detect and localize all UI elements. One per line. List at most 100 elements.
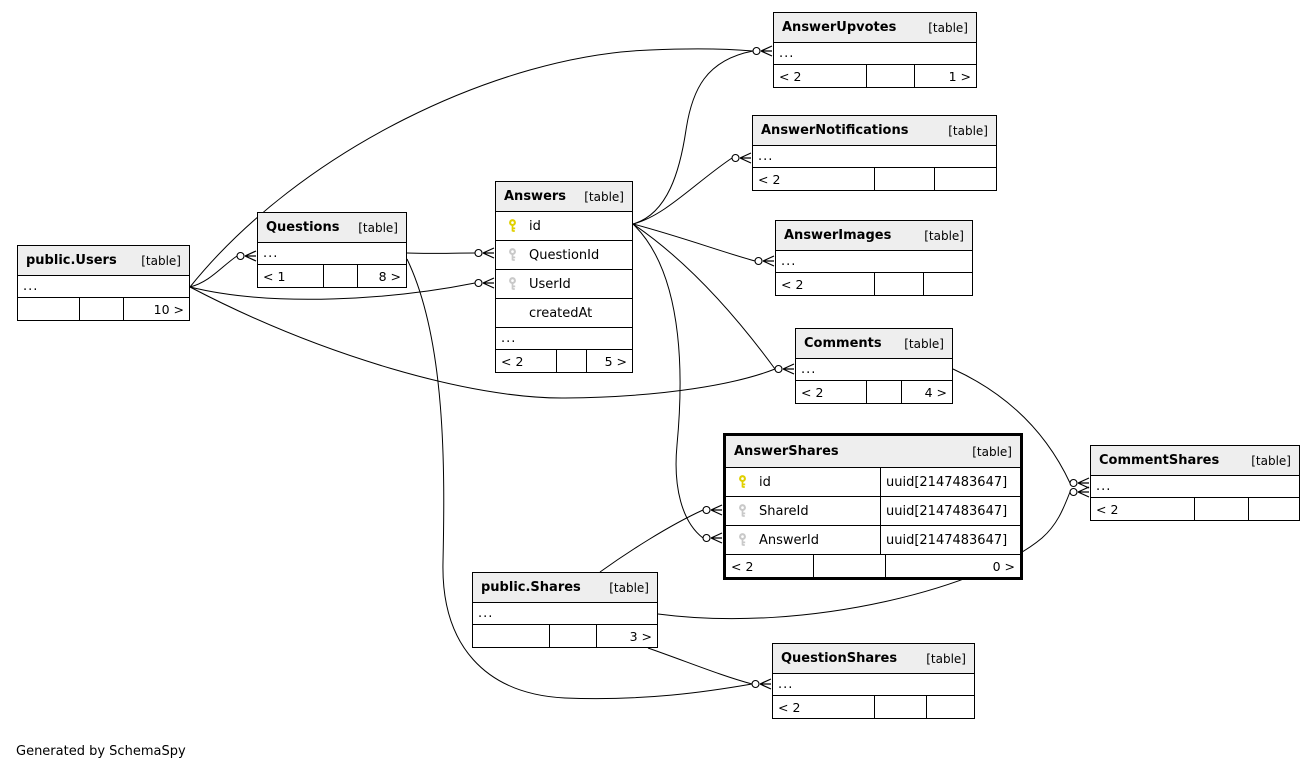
- zero-or-many-circle-icon: [774, 364, 783, 374]
- ellipsis-label: ...: [263, 246, 279, 261]
- parents-count-cell: < 2: [758, 171, 781, 187]
- table-tag: [table]: [972, 444, 1012, 459]
- parents-count-cell: < 2: [801, 384, 824, 400]
- zero-or-many-circle-icon: [236, 251, 245, 261]
- table-name: AnswerShares: [734, 444, 839, 459]
- ellipsis-label: ...: [501, 331, 517, 346]
- more-columns-row: ...: [258, 243, 406, 265]
- degree-footer: < 2: [753, 168, 996, 190]
- degree-footer: 3 >: [473, 625, 657, 647]
- zero-or-many-circle-icon: [752, 46, 761, 56]
- more-columns-row: ...: [753, 146, 996, 168]
- table-name: CommentShares: [1099, 453, 1220, 468]
- table-tag: [table]: [948, 123, 988, 138]
- primary-key-icon: [506, 219, 520, 233]
- table-header[interactable]: AnswerNotifications [table]: [753, 116, 996, 146]
- table-header[interactable]: AnswerShares [table]: [726, 436, 1020, 468]
- more-columns-row: ...: [796, 359, 952, 381]
- parents-count-cell: < 2: [501, 353, 524, 369]
- more-columns-row: ...: [773, 674, 974, 696]
- ellipsis-label: ...: [1096, 479, 1112, 494]
- edge-questions-questionshares: [406, 258, 753, 700]
- column-type: uuid[2147483647]: [880, 497, 1020, 525]
- crows-foot-icon: [762, 255, 775, 267]
- table-comment-shares[interactable]: CommentShares[table]... < 2: [1090, 445, 1300, 521]
- zero-or-many-circle-icon: [751, 679, 760, 689]
- primary-key-icon: [736, 475, 750, 489]
- table-header[interactable]: Comments[table]: [796, 329, 952, 359]
- degree-footer: < 2: [1091, 498, 1299, 520]
- middle-cell: [556, 350, 586, 372]
- zero-or-many-circle-icon: [474, 248, 483, 258]
- edge-users-comments: [189, 286, 776, 399]
- crows-foot-icon: [739, 152, 752, 164]
- table-comments[interactable]: Comments[table]... < 2 4 >: [795, 328, 953, 404]
- table-answer-shares[interactable]: AnswerShares [table] id uuid[2147483647] Sha…: [723, 433, 1023, 580]
- table-tag: [table]: [358, 220, 398, 235]
- table-name: AnswerNotifications: [761, 123, 909, 138]
- ellipsis-label: ...: [478, 606, 494, 621]
- middle-cell: [79, 298, 123, 320]
- table-answer-images[interactable]: AnswerImages[table]...< 2: [775, 220, 973, 296]
- table-name: Comments: [804, 336, 882, 351]
- parents-count-cell: [473, 625, 549, 647]
- crows-foot-icon: [482, 277, 495, 289]
- parents-count-cell: < 2: [1096, 501, 1119, 517]
- table-header[interactable]: Questions [table]: [258, 213, 406, 243]
- column-type: uuid[2147483647]: [880, 468, 1020, 496]
- foreign-key-icon: [506, 248, 520, 262]
- table-question-shares[interactable]: QuestionShares[table]... < 2: [772, 643, 975, 719]
- ellipsis-label: ...: [778, 677, 794, 692]
- table-name: Questions: [266, 220, 340, 235]
- table-header[interactable]: AnswerUpvotes[table]: [774, 13, 976, 43]
- crows-foot-icon: [710, 532, 723, 544]
- table-header[interactable]: public.Users[table]: [18, 246, 189, 276]
- column-type: uuid[2147483647]: [880, 526, 1020, 554]
- ellipsis-label: ...: [758, 149, 774, 164]
- zero-or-many-circle-icon: [702, 505, 711, 515]
- crows-foot-icon: [482, 247, 495, 259]
- foreign-key-icon: [736, 504, 750, 518]
- zero-or-many-circle-icon: [754, 256, 763, 266]
- edge-users-answerupvotes: [189, 48, 754, 288]
- table-header[interactable]: AnswerImages[table]: [776, 221, 972, 251]
- edge-answers-comments: [632, 223, 776, 370]
- column-row: QuestionId: [496, 241, 632, 270]
- zero-or-many-circle-icon: [1069, 478, 1078, 488]
- table-tag: [table]: [584, 189, 624, 204]
- table-header[interactable]: public.Shares[table]: [473, 573, 657, 603]
- table-tag: [table]: [609, 580, 649, 595]
- children-count-cell: 8 >: [357, 265, 406, 287]
- middle-cell: [549, 625, 596, 647]
- edge-answers-answernotifications: [632, 157, 733, 225]
- middle-cell: [866, 381, 901, 403]
- more-columns-row: ...: [496, 328, 632, 350]
- table-name: QuestionShares: [781, 651, 898, 666]
- table-header[interactable]: Answers[table]: [496, 182, 632, 212]
- parents-count-cell: < 2: [779, 68, 802, 84]
- table-answer-notifications[interactable]: AnswerNotifications [table]... < 2: [752, 115, 997, 191]
- table-public-users[interactable]: public.Users[table]...10 >: [17, 245, 190, 321]
- zero-or-many-circle-icon: [1069, 487, 1078, 497]
- no-icon-spacer: [506, 306, 520, 320]
- middle-cell: [874, 273, 923, 295]
- table-public-shares[interactable]: public.Shares[table]... 3 >: [472, 572, 658, 648]
- column-name: QuestionId: [529, 247, 600, 263]
- table-header[interactable]: QuestionShares[table]: [773, 644, 974, 674]
- column-name: id: [759, 474, 771, 490]
- table-name: AnswerImages: [784, 228, 892, 243]
- table-header[interactable]: CommentShares[table]: [1091, 446, 1299, 476]
- children-count-cell: 4 >: [901, 381, 952, 403]
- parents-count-cell: < 2: [781, 276, 804, 292]
- parents-count-cell: < 2: [778, 699, 801, 715]
- column-name: ShareId: [759, 503, 809, 519]
- ellipsis-label: ...: [23, 279, 39, 294]
